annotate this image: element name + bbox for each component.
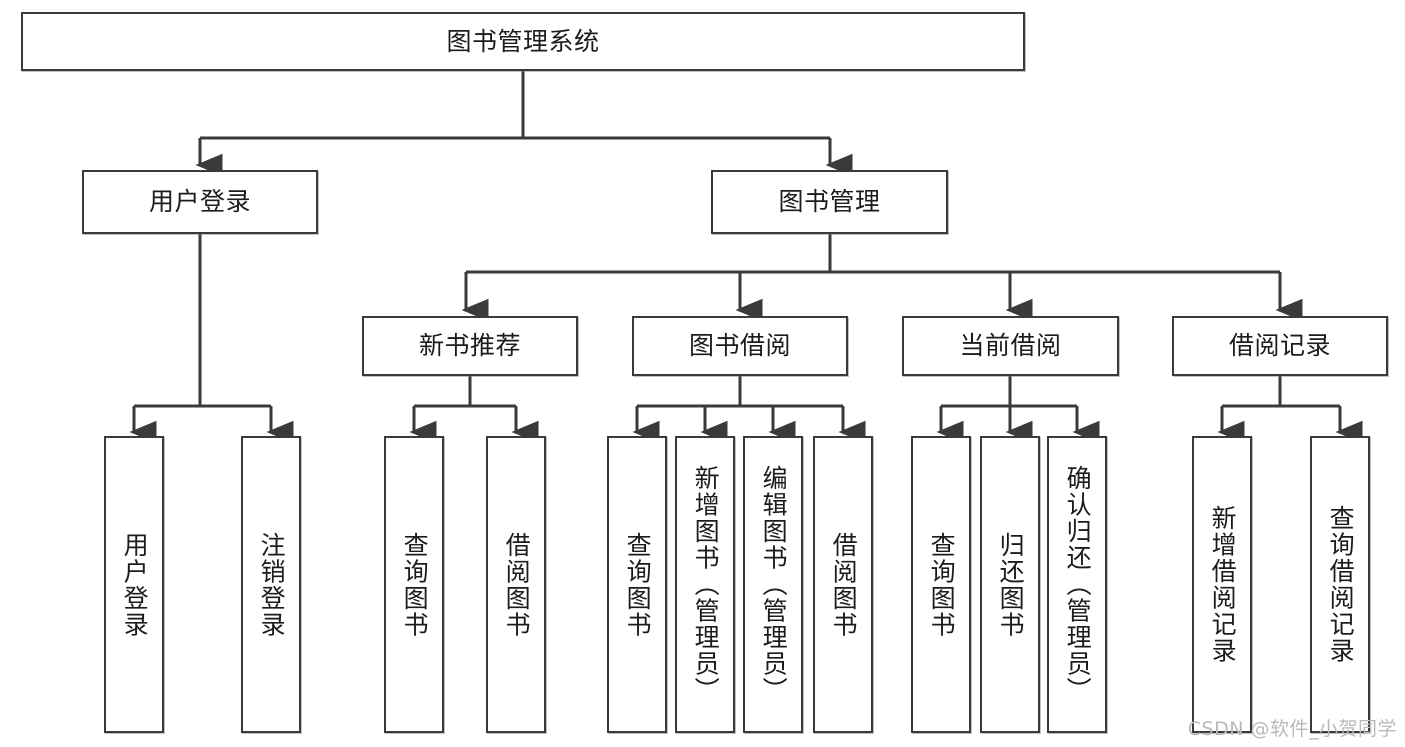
node-label: 查询图书: [927, 531, 957, 638]
node-label: 新增图书（管理员）: [691, 465, 721, 704]
node-leaf-query-book-borrow[interactable]: 查询图书: [607, 436, 667, 733]
node-borrow-record[interactable]: 借阅记录: [1172, 316, 1388, 376]
node-leaf-user-logout[interactable]: 注销登录: [241, 436, 301, 733]
node-label: 查询图书: [400, 531, 430, 638]
node-label: 注销登录: [257, 531, 287, 638]
node-book-borrow[interactable]: 图书借阅: [632, 316, 848, 376]
node-leaf-query-book-current[interactable]: 查询图书: [911, 436, 971, 733]
node-label: 新书推荐: [418, 331, 521, 360]
node-leaf-query-book-recommend[interactable]: 查询图书: [384, 436, 444, 733]
node-label: 借阅图书: [829, 531, 859, 638]
node-label: 当前借阅: [959, 331, 1062, 360]
node-leaf-confirm-return[interactable]: 确认归还（管理员）: [1047, 436, 1107, 733]
csdn-watermark: CSDN @软件_小贺同学: [1187, 718, 1397, 740]
node-label: 归还图书: [996, 531, 1026, 638]
node-label: 借阅图书: [502, 531, 532, 638]
node-label: 查询图书: [623, 531, 653, 638]
node-label: 用户登录: [120, 531, 150, 638]
node-new-book-recommend[interactable]: 新书推荐: [362, 316, 578, 376]
node-leaf-add-borrow-record[interactable]: 新增借阅记录: [1192, 436, 1252, 733]
node-label: 用户登录: [148, 187, 251, 216]
node-label: 图书管理系统: [446, 26, 600, 56]
node-leaf-edit-book[interactable]: 编辑图书（管理员）: [743, 436, 803, 733]
node-book-manage[interactable]: 图书管理: [711, 170, 948, 234]
node-label: 查询借阅记录: [1326, 505, 1356, 664]
node-leaf-borrow-book[interactable]: 借阅图书: [813, 436, 873, 733]
node-leaf-return-book[interactable]: 归还图书: [980, 436, 1040, 733]
node-user-login[interactable]: 用户登录: [82, 170, 318, 234]
node-label: 编辑图书（管理员）: [759, 465, 789, 704]
node-label: 图书借阅: [688, 331, 791, 360]
node-current-borrow[interactable]: 当前借阅: [902, 316, 1119, 376]
node-label: 确认归还（管理员）: [1063, 465, 1093, 704]
node-leaf-add-book[interactable]: 新增图书（管理员）: [675, 436, 735, 733]
node-leaf-borrow-book-recommend[interactable]: 借阅图书: [486, 436, 546, 733]
node-root-book-management-system[interactable]: 图书管理系统: [21, 12, 1025, 71]
node-label: 借阅记录: [1228, 331, 1331, 360]
node-leaf-query-borrow-record[interactable]: 查询借阅记录: [1310, 436, 1370, 733]
node-label: 新增借阅记录: [1208, 505, 1238, 664]
node-leaf-user-login[interactable]: 用户登录: [104, 436, 164, 733]
node-label: 图书管理: [778, 187, 881, 216]
